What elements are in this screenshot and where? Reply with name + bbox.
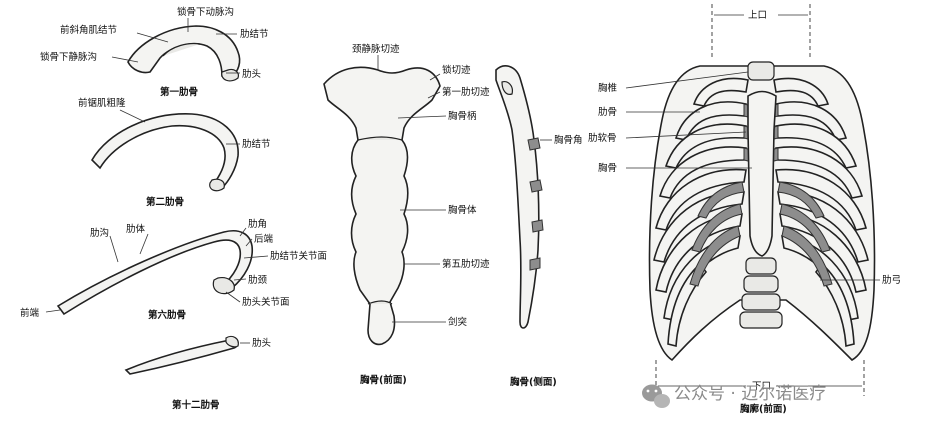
sternum-front-caption: 胸骨(前面) <box>360 374 407 386</box>
wechat-icon <box>642 384 670 408</box>
sternum-front-shape <box>323 66 441 346</box>
sternum-side-facet-4 <box>529 257 541 271</box>
sternum-side-notch <box>501 81 513 95</box>
thorax-label-bottom: 下口 <box>752 381 771 392</box>
rib12-caption: 第十二肋骨 <box>172 399 220 411</box>
rib6-label-posterior: 后端 <box>254 233 274 245</box>
thorax-label-cartilage: 肋软骨 <box>588 132 617 144</box>
rib6-label-anterior: 前端 <box>20 307 40 319</box>
sternum-side-facet-3 <box>531 219 544 233</box>
rib1-label-head: 肋头 <box>242 68 261 80</box>
rib6-label-groove: 肋沟 <box>90 227 109 239</box>
rib12-shape <box>124 338 239 375</box>
sternum-side-group: 胸骨角 胸骨(侧面) <box>495 65 583 388</box>
rib1-shape <box>127 25 241 77</box>
rib6-label-neck: 肋颈 <box>248 274 268 286</box>
thorax-label-sternum: 胸骨 <box>598 162 617 174</box>
ribs-left <box>653 77 749 348</box>
manubrium-joint <box>357 136 403 141</box>
sternum-label-fifth-costal: 第五肋切迹 <box>442 258 490 270</box>
sternum-side-facet-1 <box>527 137 541 151</box>
rib12-head <box>225 335 239 348</box>
rib2-shape <box>91 113 239 189</box>
rib2-head <box>209 178 225 192</box>
rib1-caption: 第一肋骨 <box>160 86 198 98</box>
rib2-label-tubercle: 肋结节 <box>242 138 271 150</box>
rib1-group: 锁骨下动脉沟 前斜角肌结节 锁骨下静脉沟 肋结节 肋头 第一肋骨 <box>40 6 269 98</box>
rib6-label-tubercle-facet: 肋结节关节面 <box>270 250 327 262</box>
rib6-shape <box>56 230 254 316</box>
rib6-caption: 第六肋骨 <box>148 309 186 321</box>
thorax-sternum <box>747 90 777 257</box>
thorax-label-top: 上口 <box>748 10 767 21</box>
rib6-label-angle: 肋角 <box>248 218 267 230</box>
rib2-caption: 第二肋骨 <box>146 196 184 208</box>
sternum-label-xiphoid: 剑突 <box>448 316 468 328</box>
thorax-label-rib: 肋骨 <box>598 106 617 118</box>
watermark-text: 公众号 · 迈尔诺医疗 <box>674 384 826 404</box>
sternum-side-label-angle: 胸骨角 <box>554 134 583 146</box>
sternum-label-first-costal: 第一肋切迹 <box>442 86 490 98</box>
thorax-label-vertebra: 胸椎 <box>598 82 618 94</box>
rib1-label-scalene: 前斜角肌结节 <box>60 24 117 36</box>
sternum-label-jugular: 颈静脉切迹 <box>352 43 400 55</box>
rib1-label-vein: 锁骨下静脉沟 <box>40 51 97 63</box>
rib6-group: 肋角 肋体 肋沟 后端 肋结节关节面 肋颈 肋头关节面 前端 第六肋骨 <box>20 218 327 321</box>
thorax-group: 上口 下口 <box>588 4 901 415</box>
rib2-group: 前锯肌粗隆 肋结节 第二肋骨 <box>78 97 271 208</box>
sternum-side-caption: 胸骨(侧面) <box>510 376 557 388</box>
xiphoid-joint <box>367 300 393 305</box>
sternum-label-manubrium: 胸骨柄 <box>448 110 477 122</box>
sternum-side-facet-2 <box>529 179 543 193</box>
thorax-caption: 胸廓(前面) <box>740 403 787 415</box>
ribs-right <box>773 77 869 348</box>
vertebral-column <box>739 61 783 329</box>
rib6-label-head-facet: 肋头关节面 <box>242 296 290 308</box>
rib1-label-artery: 锁骨下动脉沟 <box>177 6 234 18</box>
sternum-label-clavicular: 锁切迹 <box>442 64 471 76</box>
rib6-head <box>212 277 235 295</box>
sternum-label-body: 胸骨体 <box>448 204 477 216</box>
rib12-group: 肋头 第十二肋骨 <box>124 335 271 411</box>
sternum-front-group: 颈静脉切迹 锁切迹 第一肋切迹 胸骨柄 胸骨体 第五肋切迹 剑突 胸骨(前面) <box>323 43 490 386</box>
rib6-label-body: 肋体 <box>126 223 146 235</box>
thorax-label-arch: 肋弓 <box>882 274 901 286</box>
rib1-label-tubercle: 肋结节 <box>240 28 269 40</box>
rib1-groove <box>162 42 201 57</box>
sternum-side-shape <box>495 65 540 329</box>
rib12-label-head: 肋头 <box>252 337 271 349</box>
watermark: 公众号 · 迈尔诺医疗 <box>642 384 826 408</box>
rib2-label-serratus: 前锯肌粗隆 <box>78 97 126 109</box>
rib1-head <box>221 68 239 82</box>
